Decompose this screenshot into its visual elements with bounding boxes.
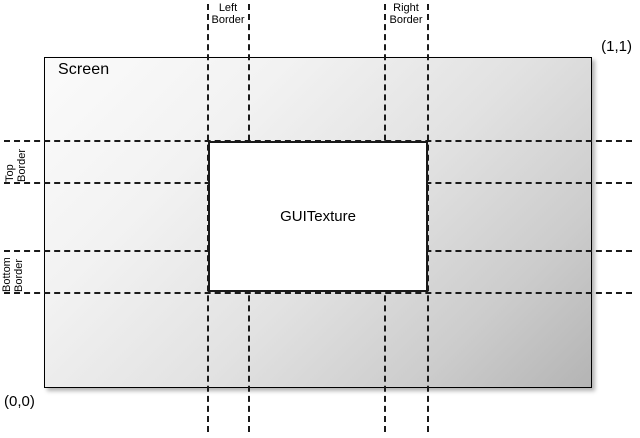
left-border-label-line1: Left — [218, 2, 238, 14]
coordinate-top-right: (1,1) — [601, 38, 632, 55]
left-border-label-line2: Border — [211, 14, 245, 26]
bottom-border-label-line2: Border — [13, 258, 25, 292]
coordinate-bottom-left: (0,0) — [4, 393, 35, 410]
left-border-label: Left Border — [202, 2, 254, 26]
right-border-label: Right Border — [379, 2, 433, 26]
right-border-label-line1: Right — [393, 2, 419, 14]
guitexture-rectangle — [208, 141, 428, 292]
guide-line-bottom-border-outer — [4, 292, 632, 294]
guitexture-label: GUITexture — [280, 208, 356, 225]
right-border-label-line2: Border — [389, 14, 423, 26]
top-border-label: Top Border — [4, 149, 28, 182]
top-border-label-line2: Border — [16, 148, 28, 182]
bottom-border-label-line1: Bottom — [1, 257, 13, 292]
bottom-border-label: Bottom Border — [1, 257, 25, 292]
guide-line-right-border-outer — [427, 4, 429, 432]
screen-label: Screen — [58, 61, 110, 78]
top-border-label-line1: Top — [4, 164, 16, 182]
